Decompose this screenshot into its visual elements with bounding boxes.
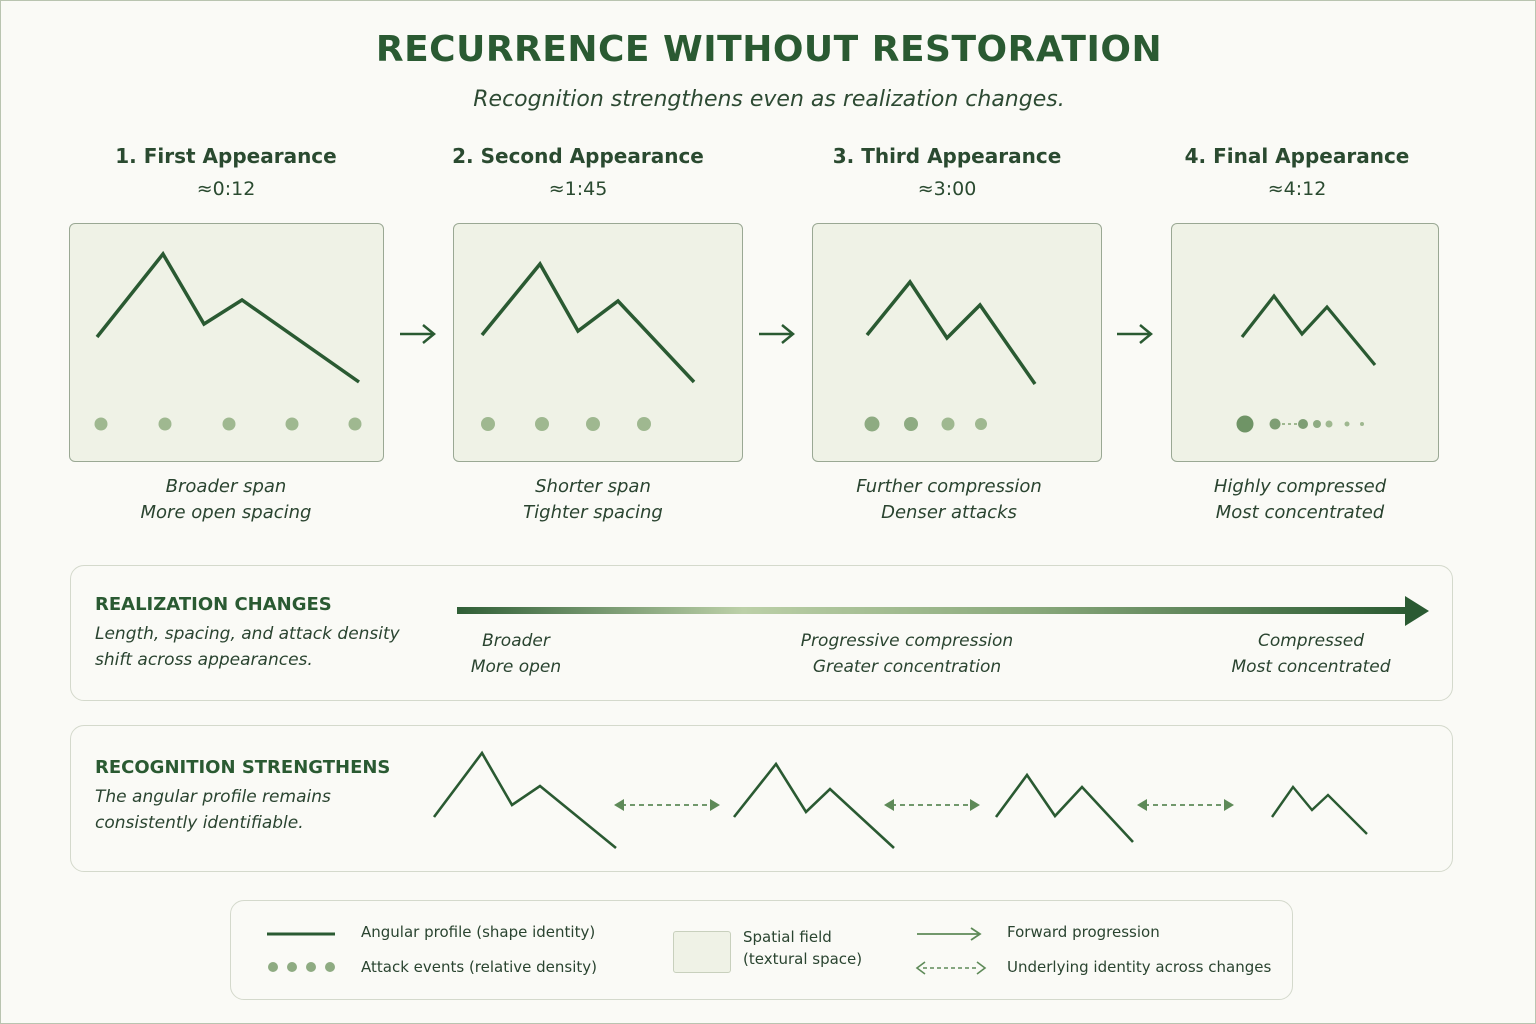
recognition-panel: RECOGNITION STRENGTHENS The angular prof… xyxy=(70,725,1453,872)
stage-1-profile xyxy=(94,250,362,431)
scale-label-end: Compressed Most concentrated xyxy=(1181,628,1441,680)
stage-1-caption: Broader span More open spacing xyxy=(66,474,386,526)
stage-title: 2. Second Appearance xyxy=(452,144,704,168)
caption-line: Further compression xyxy=(856,476,1042,497)
stage-2-header: 2. Second Appearance ≈1:45 xyxy=(418,144,738,200)
stage-1-header: 1. First Appearance ≈0:12 xyxy=(66,144,386,200)
description-line: shift across appearances. xyxy=(95,650,313,670)
stage-time: ≈3:00 xyxy=(917,178,977,200)
legend: Angular profile (shape identity) Attack … xyxy=(230,900,1293,1000)
caption-line: Broader span xyxy=(165,476,287,497)
stage-title: 3. Third Appearance xyxy=(832,144,1062,168)
scale-label-start: Broader More open xyxy=(386,628,646,680)
description-line: Length, spacing, and attack density xyxy=(95,624,400,644)
scale-line: More open xyxy=(470,657,562,677)
profile-4 xyxy=(1271,785,1368,835)
page-subtitle: Recognition strengthens even as realizat… xyxy=(473,87,1065,112)
stage-4-header: 4. Final Appearance ≈4:12 xyxy=(1137,144,1457,200)
description-line: The angular profile remains xyxy=(95,787,331,807)
realization-description: Length, spacing, and attack density shif… xyxy=(95,621,435,673)
scale-line: Progressive compression xyxy=(800,631,1014,651)
identity-arrow-icon xyxy=(884,799,980,811)
recognition-heading: RECOGNITION STRENGTHENS xyxy=(95,757,391,778)
stage-time: ≈1:45 xyxy=(548,178,608,200)
caption-line: Most concentrated xyxy=(1215,502,1385,523)
stage-3-caption: Further compression Denser attacks xyxy=(789,474,1109,526)
profile-2 xyxy=(732,761,895,849)
stage-2-profile xyxy=(480,260,696,431)
scale-line: Greater concentration xyxy=(812,657,1002,677)
legend-attacks-label: Attack events (relative density) xyxy=(361,958,598,976)
attack-events xyxy=(1236,415,1364,433)
attack-events xyxy=(94,417,362,431)
forward-arrow-icon xyxy=(1117,324,1153,344)
identity-arrow-icon xyxy=(915,961,987,975)
stage-2-field xyxy=(453,223,743,462)
scale-label-middle: Progressive compression Greater concentr… xyxy=(777,628,1037,680)
caption-line: More open spacing xyxy=(140,502,312,523)
legend-line: Spatial field xyxy=(743,928,832,946)
compression-gradient-arrow xyxy=(457,596,1429,626)
stage-4-profile xyxy=(1236,293,1377,433)
stage-4-field xyxy=(1171,223,1439,462)
forward-arrow-icon xyxy=(400,324,436,344)
legend-profile-label: Angular profile (shape identity) xyxy=(361,923,596,941)
caption-line: Tighter spacing xyxy=(523,502,663,523)
scale-line: Compressed xyxy=(1257,631,1365,651)
scale-line: Broader xyxy=(482,631,550,651)
forward-arrow-icon xyxy=(917,927,982,941)
attack-events xyxy=(481,417,651,431)
stage-title: 4. Final Appearance xyxy=(1184,144,1410,168)
stage-2-caption: Shorter span Tighter spacing xyxy=(433,474,753,526)
description-line: consistently identifiable. xyxy=(95,813,304,833)
identity-arrow-icon xyxy=(614,799,720,811)
realization-heading: REALIZATION CHANGES xyxy=(95,594,332,615)
legend-line: (textural space) xyxy=(743,950,863,968)
page-title: RECURRENCE WITHOUT RESTORATION xyxy=(375,29,1163,70)
realization-panel: REALIZATION CHANGES Length, spacing, and… xyxy=(70,565,1453,701)
identity-arrow-icon xyxy=(1137,799,1234,811)
profile-3 xyxy=(994,772,1134,843)
caption-line: Highly compressed xyxy=(1213,476,1387,497)
stage-4-caption: Highly compressed Most concentrated xyxy=(1140,474,1460,526)
stage-time: ≈4:12 xyxy=(1267,178,1327,200)
stage-title: 1. First Appearance xyxy=(115,144,337,168)
stage-time: ≈0:12 xyxy=(196,178,256,200)
spatial-field-swatch xyxy=(673,931,731,973)
caption-line: Shorter span xyxy=(535,476,651,497)
forward-arrow-icon xyxy=(759,324,795,344)
recognition-description: The angular profile remains consistently… xyxy=(95,784,435,836)
profile-1 xyxy=(432,750,617,850)
legend-identity-label: Underlying identity across changes xyxy=(1007,958,1272,976)
stage-1-field xyxy=(69,223,384,462)
angular-profile-line-icon xyxy=(267,932,335,936)
legend-forward-label: Forward progression xyxy=(1007,923,1160,941)
scale-line: Most concentrated xyxy=(1231,657,1391,677)
attack-events xyxy=(864,416,987,432)
legend-field-label: Spatial field (textural space) xyxy=(743,926,862,970)
stage-3-field xyxy=(812,223,1102,462)
stage-3-header: 3. Third Appearance ≈3:00 xyxy=(787,144,1107,200)
attack-dots-icon xyxy=(268,962,335,972)
profile-comparison xyxy=(432,750,1368,850)
caption-line: Denser attacks xyxy=(881,502,1017,523)
stage-3-profile xyxy=(864,279,1037,432)
